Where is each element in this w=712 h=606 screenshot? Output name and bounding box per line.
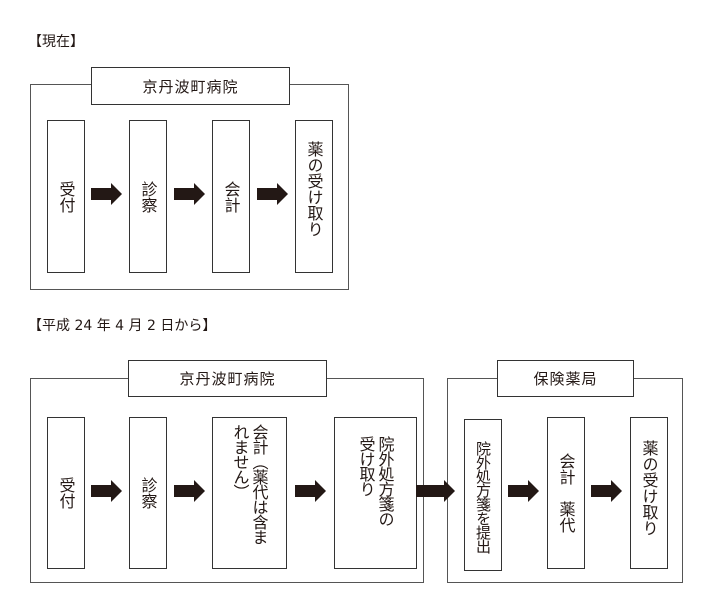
pharmacy-step-submit-prescription: 院外処方箋を提出 bbox=[464, 419, 502, 571]
arrow-right-icon bbox=[508, 480, 539, 502]
arrow-right-icon bbox=[174, 480, 205, 502]
step-label: 会計 bbox=[221, 180, 241, 213]
step-label: 診察 bbox=[138, 477, 158, 509]
step-label: 院外処方箋の 受け取り bbox=[356, 436, 395, 526]
arrow-right-icon bbox=[174, 183, 205, 205]
future-pharmacy-title-text: 保険薬局 bbox=[533, 370, 598, 388]
step-label: 会計 薬代 bbox=[556, 453, 576, 533]
pharmacy-step-medicine-pickup: 薬の受け取り bbox=[630, 417, 668, 569]
future-step-reception: 受付 bbox=[47, 417, 85, 569]
future-step-prescription-pickup: 院外処方箋の 受け取り bbox=[334, 417, 417, 569]
arrow-right-icon bbox=[295, 480, 326, 502]
current-heading: 【現在】 bbox=[28, 34, 84, 50]
arrow-right-icon bbox=[591, 480, 622, 502]
step-label: 受付 bbox=[56, 477, 76, 509]
step-label: 受付 bbox=[56, 180, 76, 213]
arrow-right-icon bbox=[91, 183, 122, 205]
step-label: 会計（薬代は含ま れません） bbox=[230, 424, 269, 544]
current-hospital-title: 京丹波町病院 bbox=[91, 67, 290, 105]
arrow-right-icon bbox=[416, 480, 455, 502]
future-heading: 【平成 24 年 4 月 2 日から】 bbox=[28, 318, 217, 334]
current-step-reception: 受付 bbox=[47, 120, 85, 273]
current-hospital-title-text: 京丹波町病院 bbox=[142, 77, 239, 96]
future-step-examination: 診察 bbox=[129, 417, 167, 569]
step-label: 院外処方箋を提出 bbox=[474, 441, 492, 553]
current-step-payment: 会計 bbox=[212, 120, 250, 273]
step-label: 診察 bbox=[138, 180, 158, 213]
step-label: 薬の受け取り bbox=[639, 440, 659, 536]
arrow-right-icon bbox=[91, 480, 122, 502]
arrow-right-icon bbox=[257, 183, 288, 205]
pharmacy-step-payment-medicine: 会計 薬代 bbox=[547, 417, 585, 569]
current-step-examination: 診察 bbox=[129, 120, 167, 273]
step-label: 薬の受け取り bbox=[304, 141, 324, 237]
future-step-payment-excluding-medicine: 会計（薬代は含ま れません） bbox=[212, 417, 287, 569]
future-hospital-title-text: 京丹波町病院 bbox=[179, 370, 276, 388]
future-pharmacy-title: 保険薬局 bbox=[497, 360, 634, 397]
future-hospital-title: 京丹波町病院 bbox=[128, 360, 327, 397]
current-step-medicine-pickup: 薬の受け取り bbox=[295, 120, 333, 273]
